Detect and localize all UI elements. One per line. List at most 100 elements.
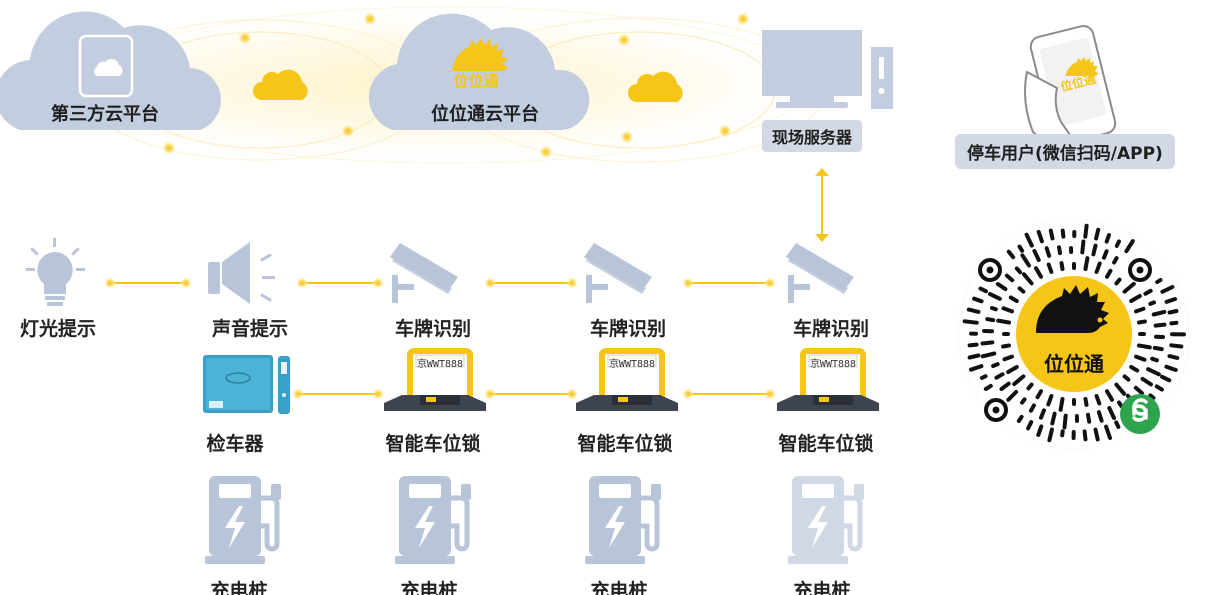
parking-lock <box>773 345 883 419</box>
code-ray <box>1134 354 1147 362</box>
code-ray <box>991 362 1000 368</box>
parking-user-label: 停车用户(微信扫码/APP) <box>955 134 1175 169</box>
code-ray <box>978 286 988 294</box>
code-ray <box>1044 246 1052 258</box>
code-ray <box>1020 397 1027 405</box>
code-ray <box>1137 319 1147 325</box>
code-ray <box>1137 343 1152 350</box>
code-ray <box>1021 272 1034 286</box>
code-ray <box>1104 233 1111 244</box>
vehicle-detector-icon <box>203 355 290 414</box>
code-ray <box>1124 239 1135 254</box>
code-ray <box>1004 273 1015 283</box>
code-ray <box>1093 427 1100 442</box>
code-ray <box>1017 244 1025 253</box>
code-ray <box>1148 393 1156 400</box>
code-ray <box>1006 249 1016 260</box>
code-ray <box>1058 397 1065 412</box>
code-ray <box>1086 412 1092 424</box>
detector-label: 检车器 <box>206 433 264 455</box>
code-ray <box>1154 384 1164 392</box>
code-ray <box>1104 424 1112 440</box>
code-ray <box>1001 306 1014 314</box>
code-ray <box>1114 420 1121 429</box>
code-ray <box>1105 389 1114 402</box>
code-ray <box>1155 278 1163 285</box>
code-ray <box>1006 365 1019 374</box>
code-ray <box>1082 429 1088 442</box>
small-cloud-icon <box>628 71 683 102</box>
parking-lock <box>380 345 490 419</box>
code-ray <box>995 282 1008 292</box>
code-ray <box>1059 261 1065 271</box>
license-plate-text: 京WWT888 <box>416 359 464 370</box>
charging-pile-icon <box>395 474 475 566</box>
code-ray <box>1134 306 1146 314</box>
code-ray <box>1129 365 1140 373</box>
code-ray <box>1114 239 1121 248</box>
code-ray <box>1083 256 1090 271</box>
code-ray <box>994 372 1005 380</box>
lpr-label-2: 车牌识别 <box>589 318 666 340</box>
code-ray <box>980 351 997 359</box>
code-ray <box>1062 413 1068 430</box>
code-ray <box>1114 277 1122 286</box>
parking-lock-icon <box>777 348 879 411</box>
third-party-cloud-icon <box>0 11 221 130</box>
code-ray <box>1160 285 1175 294</box>
code-ray <box>985 317 996 323</box>
code-ray <box>1153 322 1167 328</box>
phone-in-hand-icon <box>1024 25 1117 145</box>
code-ray <box>1122 281 1136 294</box>
third-party-cloud-label: 第三方云平台 <box>51 104 159 125</box>
code-ray <box>1140 376 1153 387</box>
camera-icon <box>584 243 652 303</box>
smart-lock-label-2: 智能车位锁 <box>577 433 673 455</box>
server-link-arrow <box>815 168 829 242</box>
camera-icon <box>786 243 854 303</box>
hedgehog-logo-icon <box>441 38 509 72</box>
charging-pile-icon <box>205 474 285 566</box>
weiweitong-cloud-logo: 位位通 <box>453 72 499 90</box>
charging-pile-label-4: 充电桩 <box>793 580 851 595</box>
code-ray <box>1083 223 1089 239</box>
code-ray <box>1036 229 1044 244</box>
code-ray <box>1096 410 1104 423</box>
code-ray <box>1080 239 1086 255</box>
code-ray <box>1008 295 1019 303</box>
code-ray <box>1148 300 1156 306</box>
license-plate-text: 京WWT888 <box>608 359 656 370</box>
lpr-label-3: 车牌识别 <box>792 318 869 340</box>
code-ray <box>1083 397 1089 407</box>
mini-program-logo: 位位通 <box>1044 352 1104 376</box>
code-ray <box>962 319 979 325</box>
mini-program-code[interactable] <box>954 214 1194 454</box>
code-ray <box>1060 228 1066 239</box>
code-ray <box>1035 389 1043 400</box>
code-ray <box>996 318 1011 325</box>
speaker-icon <box>208 242 275 304</box>
code-ray <box>983 383 993 391</box>
parking-lock-icon <box>384 348 486 411</box>
code-ray <box>980 374 988 380</box>
code-ray <box>1091 243 1098 257</box>
charging-pile-label-3: 充电桩 <box>590 580 648 595</box>
charging-pile-label-2: 充电桩 <box>400 580 458 595</box>
code-ray <box>1046 262 1054 274</box>
code-ray <box>1122 374 1131 382</box>
code-ray <box>1150 356 1159 363</box>
code-ray <box>1133 385 1144 396</box>
sound-prompt-label: 声音提示 <box>211 318 288 340</box>
code-ray <box>1146 367 1161 377</box>
code-ray <box>1143 288 1153 296</box>
code-ray <box>1169 320 1179 326</box>
code-ray <box>967 342 979 348</box>
code-ray <box>966 307 981 314</box>
code-ray <box>1167 354 1180 360</box>
code-ray <box>1057 245 1062 256</box>
smart-lock-label-1: 智能车位锁 <box>385 433 481 455</box>
charging-pile-label-1: 充电桩 <box>210 580 268 595</box>
code-ray <box>1094 394 1102 406</box>
